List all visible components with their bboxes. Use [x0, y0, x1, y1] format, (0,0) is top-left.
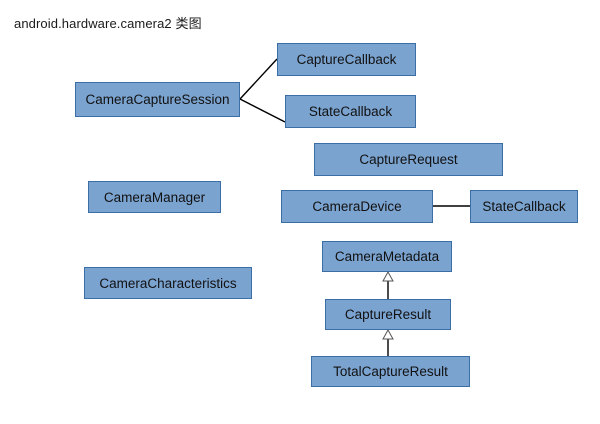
class-box-statecallback-right[interactable]: StateCallback: [470, 190, 578, 223]
class-box-cameracharacteristics[interactable]: CameraCharacteristics: [84, 267, 252, 299]
class-label: CaptureRequest: [359, 152, 458, 167]
class-box-cameramanager[interactable]: CameraManager: [88, 181, 221, 213]
class-box-captureresult[interactable]: CaptureResult: [325, 299, 451, 330]
diagram-title: android.hardware.camera2 类图: [14, 16, 202, 31]
class-label: CameraCharacteristics: [99, 275, 237, 291]
edge-session-captureCallback: [239, 58, 278, 100]
class-label: CaptureResult: [344, 307, 432, 322]
class-label: StateCallback: [308, 104, 393, 119]
class-box-camerametadata[interactable]: CameraMetadata: [322, 241, 452, 272]
class-label: CameraCaptureSession: [85, 92, 230, 107]
class-label: StateCallback: [482, 199, 566, 214]
class-box-capturecallback[interactable]: CaptureCallback: [277, 43, 416, 76]
class-label: TotalCaptureResult: [333, 364, 448, 379]
class-label: CaptureCallback: [296, 52, 397, 67]
class-box-totalcaptureresult[interactable]: TotalCaptureResult: [311, 356, 470, 387]
edge-session-stateCallback: [239, 98, 286, 123]
class-label: CameraDevice: [312, 199, 402, 214]
class-label: CameraMetadata: [334, 249, 440, 264]
class-label: CameraManager: [103, 189, 206, 205]
class-box-capturerequest[interactable]: CaptureRequest: [314, 143, 503, 176]
class-box-cameradevice[interactable]: CameraDevice: [281, 190, 433, 223]
class-box-cameracapturesession[interactable]: CameraCaptureSession: [75, 82, 240, 117]
inheritance-arrowhead-metadata: [382, 270, 394, 282]
class-box-statecallback-top[interactable]: StateCallback: [285, 95, 416, 128]
inheritance-arrowhead-captureresult: [382, 328, 394, 340]
